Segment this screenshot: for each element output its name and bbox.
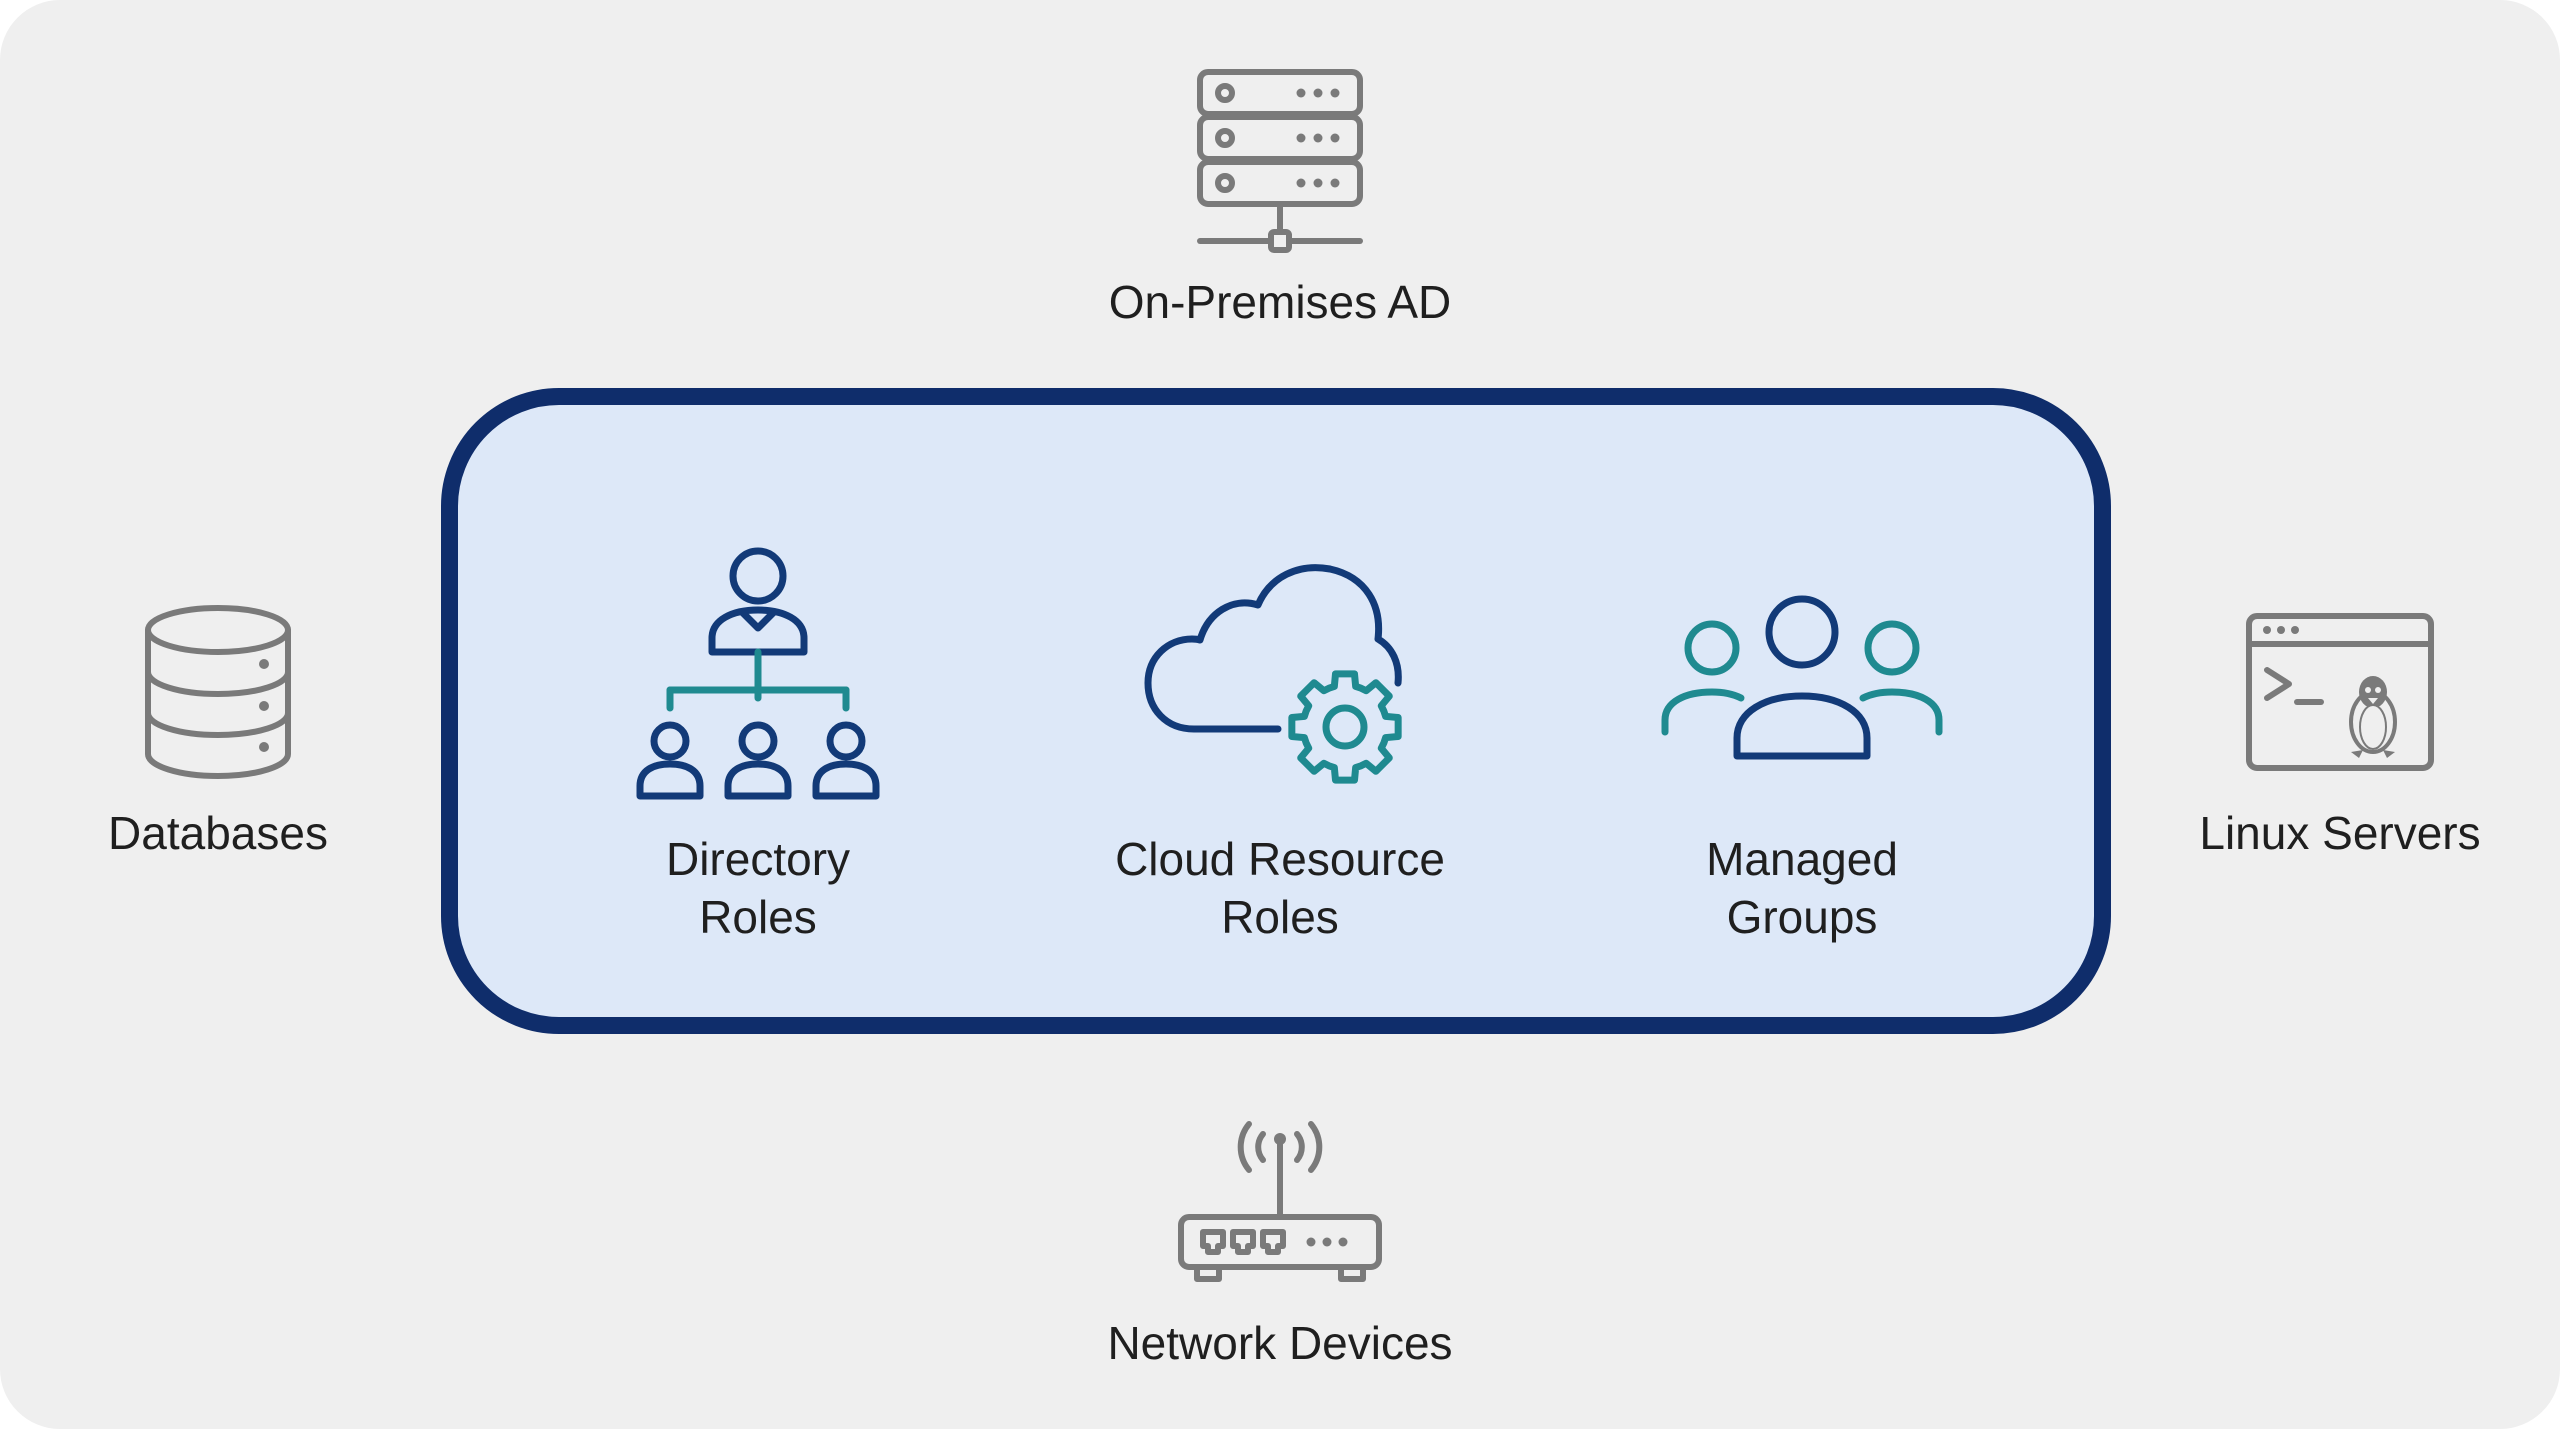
linux-servers-label: Linux Servers xyxy=(2199,807,2481,859)
directory-roles-label: Directory Roles xyxy=(666,830,850,946)
user-group-icon xyxy=(1661,595,1943,760)
cloud-resource-roles-label: Cloud Resource Roles xyxy=(1115,830,1445,946)
org-hierarchy-icon xyxy=(636,547,880,800)
managed-groups-label: Managed Groups xyxy=(1706,830,1898,946)
managed-groups-line1: Managed xyxy=(1706,833,1898,885)
tux-penguin-icon xyxy=(2349,676,2397,758)
gear-hole xyxy=(1322,704,1368,750)
cloud-resource-roles-line1: Cloud Resource xyxy=(1115,833,1445,885)
server-rack-icon xyxy=(1197,69,1363,253)
network-router-icon xyxy=(1178,1121,1382,1282)
database-icon xyxy=(145,605,291,779)
network-devices-label: Network Devices xyxy=(1107,1317,1453,1369)
databases-label: Databases xyxy=(108,807,328,859)
central-identity-container xyxy=(441,388,2111,1034)
on-premises-ad-label: On-Premises AD xyxy=(1108,276,1452,328)
gear-icon xyxy=(1288,670,1402,784)
directory-roles-line1: Directory xyxy=(665,833,851,885)
linux-terminal-icon xyxy=(2246,613,2434,771)
directory-roles-line2: Roles xyxy=(699,891,817,943)
cloud-gear-icon xyxy=(1144,564,1402,784)
managed-groups-line2: Groups xyxy=(1726,891,1878,943)
cloud-resource-roles-line2: Roles xyxy=(1221,891,1339,943)
